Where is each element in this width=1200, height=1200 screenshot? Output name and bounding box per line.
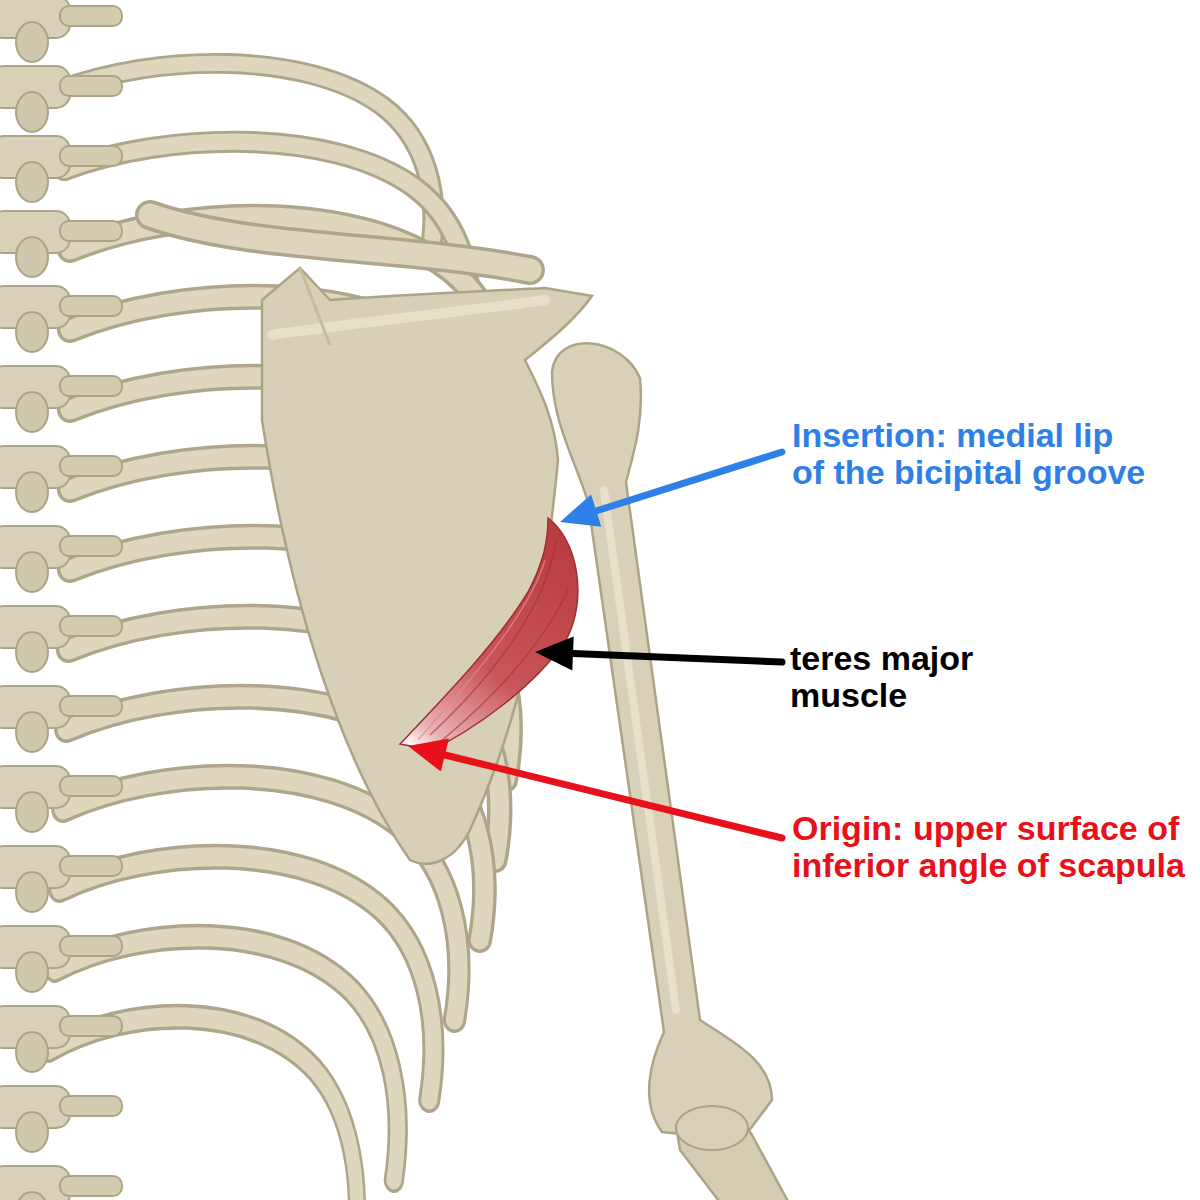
scapula-edge bbox=[300, 268, 330, 345]
scapula-bone bbox=[262, 268, 592, 864]
bone-highlight bbox=[604, 490, 676, 1010]
origin-label: Origin: upper surface of inferior angle … bbox=[792, 810, 1192, 884]
muscle-label: teres major muscle bbox=[790, 640, 1020, 714]
elbow-joint bbox=[676, 1106, 748, 1150]
vertebra bbox=[0, 66, 122, 132]
vertebra bbox=[0, 526, 122, 592]
vertebra bbox=[0, 446, 122, 512]
vertebral-column bbox=[0, 0, 122, 1200]
clavicle bbox=[150, 215, 530, 270]
vertebra bbox=[0, 846, 122, 912]
muscle-fibre bbox=[440, 590, 568, 742]
vertebra bbox=[0, 211, 122, 277]
forearm-bones bbox=[676, 1106, 790, 1200]
rib bbox=[60, 857, 434, 1100]
muscle-fibre bbox=[418, 560, 545, 740]
origin-arrow bbox=[408, 739, 782, 838]
scapula bbox=[262, 268, 592, 864]
muscle-arrow bbox=[535, 637, 782, 671]
insertion-arrow bbox=[560, 452, 782, 527]
teres-major-muscle bbox=[400, 518, 578, 750]
vertebra bbox=[0, 1086, 122, 1152]
vertebra bbox=[0, 926, 122, 992]
vertebra bbox=[0, 136, 122, 202]
vertebra bbox=[0, 766, 122, 832]
vertebra bbox=[0, 0, 122, 62]
insertion-label: Insertion: medial lip of the bicipital g… bbox=[792, 417, 1152, 491]
vertebra bbox=[0, 286, 122, 352]
vertebra bbox=[0, 366, 122, 432]
vertebra bbox=[0, 686, 122, 752]
muscle-fibre bbox=[430, 540, 556, 735]
muscle-belly bbox=[400, 518, 578, 750]
vertebra bbox=[0, 1166, 122, 1200]
vertebra bbox=[0, 606, 122, 672]
vertebra bbox=[0, 1006, 122, 1072]
